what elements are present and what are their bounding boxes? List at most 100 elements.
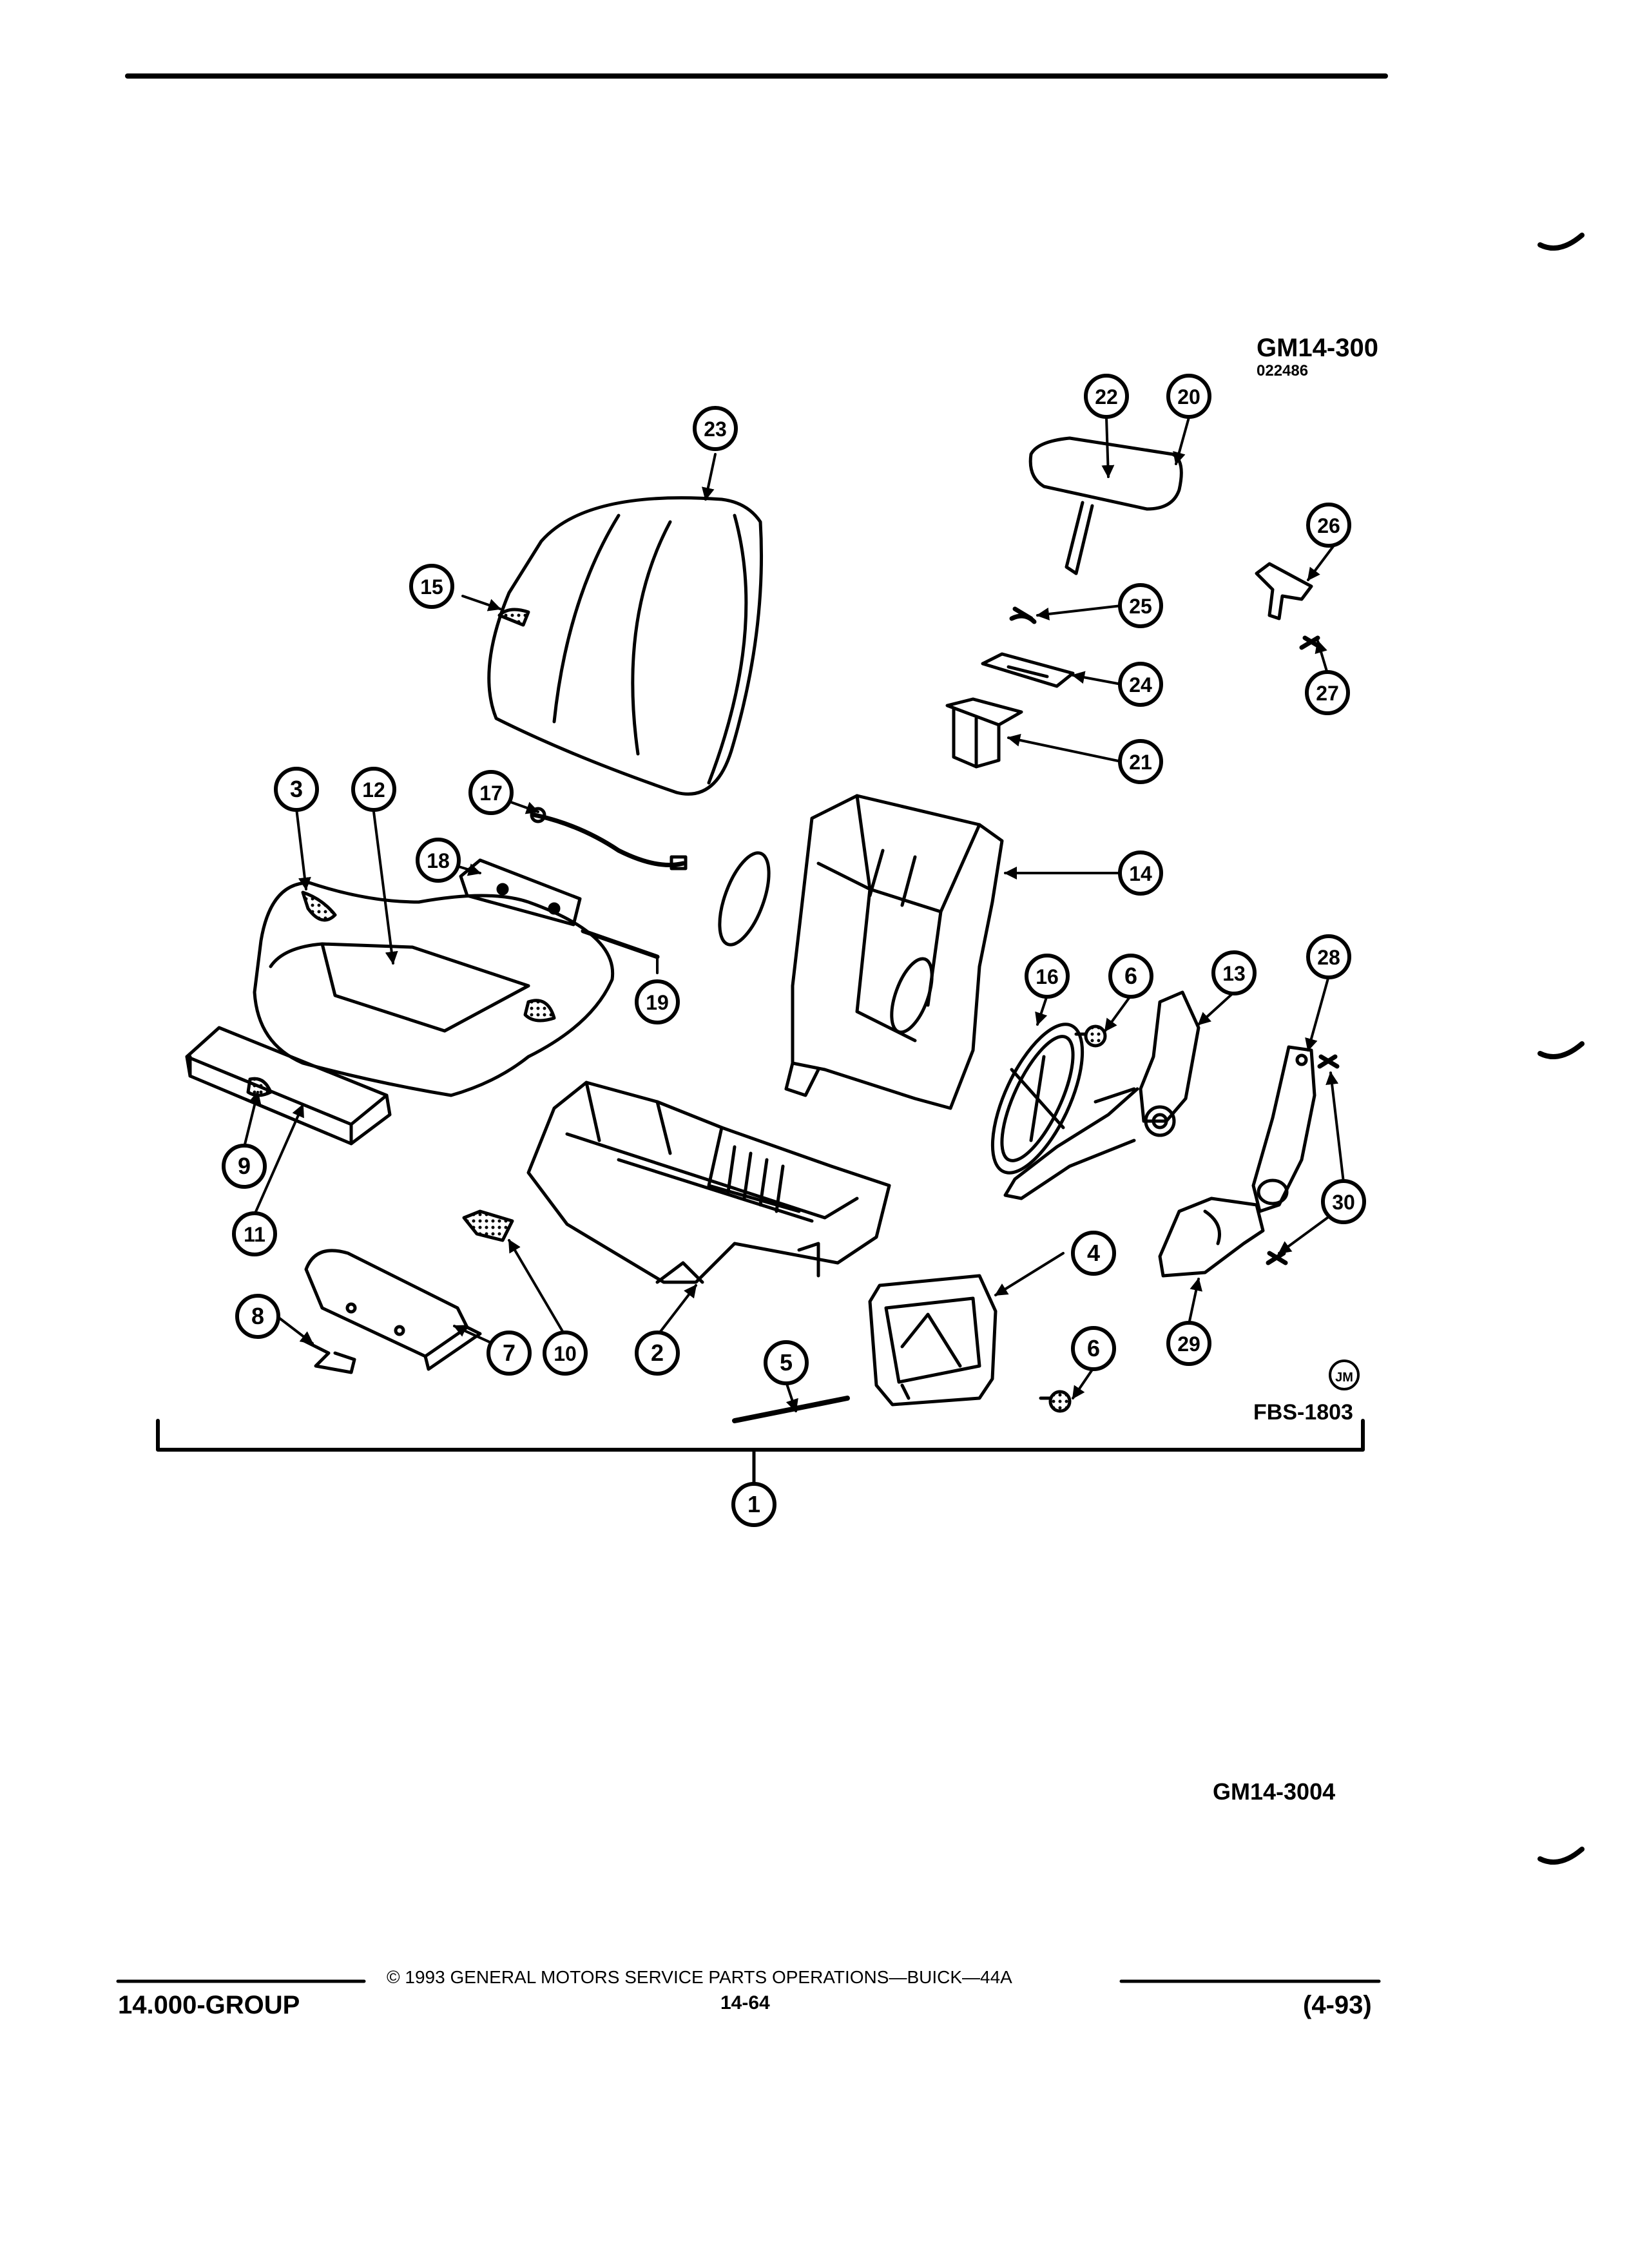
callout-circle	[543, 1331, 588, 1376]
callout-circle	[1166, 1321, 1211, 1366]
callout-label: 10	[554, 1342, 577, 1365]
callout-label: 13	[1222, 962, 1246, 985]
callout-label: 22	[1095, 385, 1118, 408]
callout-circle	[222, 1144, 267, 1189]
callout-circle	[1166, 374, 1211, 419]
part-bolster	[459, 858, 582, 927]
part-actuator-housing	[868, 1274, 998, 1407]
part-seat-frame	[526, 1081, 891, 1284]
callout-label: 14	[1129, 862, 1152, 885]
callout-circle	[1306, 934, 1351, 979]
part-lower-shield	[1158, 1196, 1265, 1278]
callout-group: 1234566789101112131415161718192021222324…	[222, 374, 1366, 1527]
callout-label: 24	[1129, 673, 1152, 697]
callout-circle	[1211, 950, 1257, 995]
part-pin	[1009, 606, 1037, 624]
leader-lines	[243, 416, 1345, 1412]
callout-label: 2	[651, 1340, 664, 1366]
callout-label: 16	[1036, 965, 1059, 988]
callout-label: 29	[1177, 1332, 1200, 1356]
callout-circle	[416, 838, 461, 883]
callout-label: 25	[1129, 595, 1152, 618]
callout-circle	[1071, 1326, 1116, 1371]
part-seat-cushion	[253, 881, 615, 1097]
callout-label: 6	[1087, 1335, 1100, 1361]
callout-label: 12	[362, 778, 385, 802]
part-side-shield	[1251, 1045, 1316, 1213]
callout-circle	[1108, 954, 1153, 999]
callout-circle	[1306, 503, 1351, 548]
binder-mark	[1537, 1041, 1585, 1059]
callout-circle	[1118, 739, 1163, 784]
diagram-code-fbs: FBS-1803	[1253, 1400, 1353, 1425]
footer-copyright: © 1993 GENERAL MOTORS SERVICE PARTS OPER…	[387, 1967, 1012, 1987]
callout-label: 21	[1129, 751, 1152, 774]
part-guide-plate	[981, 652, 1075, 688]
part-seat-back-frame	[718, 794, 1004, 1110]
callout-label: 11	[244, 1223, 265, 1246]
callout-label: 17	[479, 782, 503, 805]
callout-circle	[351, 767, 396, 812]
callout-circle	[1084, 374, 1129, 419]
part-recliner-mechanism	[1003, 990, 1200, 1200]
callout-circle	[1305, 670, 1350, 715]
callout-circle	[731, 1482, 776, 1527]
callout-circle	[1118, 662, 1163, 707]
part-rod	[581, 928, 660, 959]
part-cable	[530, 807, 688, 870]
callout-circle	[487, 1331, 532, 1376]
callout-circle	[635, 979, 680, 1024]
callout-label: 23	[704, 418, 727, 441]
part-knob-small	[1074, 1024, 1107, 1048]
part-guide	[945, 697, 1023, 769]
part-headrest	[1028, 436, 1183, 575]
callout-circle	[1071, 1231, 1116, 1276]
callout-label: 30	[1332, 1191, 1355, 1214]
footer-group: 14.000-GROUP	[118, 1991, 300, 2019]
footer-revision: (4-93)	[1303, 1991, 1372, 2019]
part-clip	[462, 1209, 514, 1242]
callout-circle	[409, 564, 454, 609]
callout-label: 4	[1087, 1240, 1100, 1266]
part-u-bolt	[301, 1338, 356, 1374]
callout-label: 7	[503, 1340, 516, 1366]
callout-circle	[635, 1331, 680, 1376]
callout-label: 3	[290, 776, 303, 802]
part-screw	[1266, 1251, 1288, 1265]
part-front-cushion	[185, 1026, 392, 1146]
diagram-code-top: GM14-300	[1257, 334, 1378, 362]
binder-mark	[1537, 1847, 1585, 1865]
artist-mark: JM	[1329, 1360, 1360, 1390]
callout-label: 15	[420, 575, 443, 599]
callout-label: 9	[238, 1153, 251, 1179]
diagram-code-date: 022486	[1257, 362, 1309, 380]
footer-page-number: 14-64	[720, 1992, 770, 2013]
callout-label: 1	[747, 1491, 760, 1517]
callout-label: 8	[251, 1303, 264, 1329]
callout-label: 18	[427, 849, 450, 872]
diagram-code-bottom: GM14-3004	[1213, 1778, 1336, 1805]
part-seat-back-cushion	[487, 496, 764, 796]
callout-circle	[235, 1294, 280, 1339]
callout-circle	[1025, 954, 1070, 999]
callout-circle	[1321, 1179, 1366, 1224]
callout-label: 5	[780, 1349, 793, 1376]
part-handwheel	[990, 1023, 1084, 1175]
binder-mark	[1537, 233, 1585, 251]
callout-circle	[274, 767, 319, 812]
assembly-bracket	[156, 1419, 1365, 1452]
part-front-shield	[304, 1249, 482, 1371]
callout-label: 6	[1124, 963, 1137, 989]
callout-label: 19	[646, 991, 669, 1014]
callout-circle	[468, 770, 514, 815]
part-track-rod	[732, 1396, 850, 1423]
callout-circle	[1118, 850, 1163, 896]
callout-label: 28	[1317, 946, 1340, 969]
callout-label: 26	[1317, 514, 1340, 537]
part-knob	[1255, 562, 1313, 620]
part-screw	[1317, 1054, 1340, 1069]
callout-circle	[693, 406, 738, 451]
callout-circle	[232, 1211, 277, 1256]
callout-circle	[764, 1340, 809, 1385]
